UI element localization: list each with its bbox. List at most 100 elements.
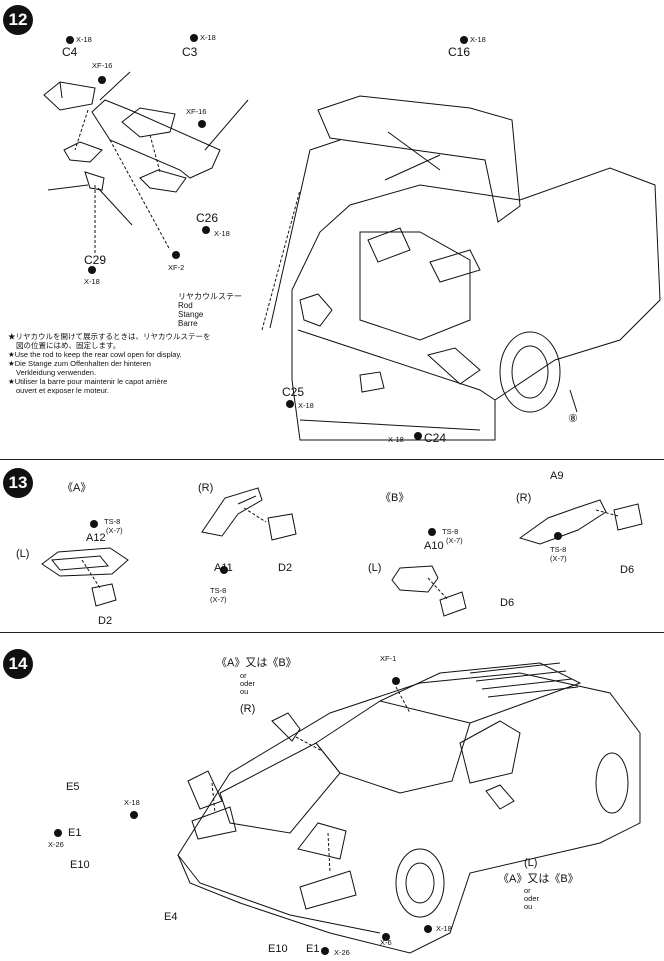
rod-label-en: Rod <box>178 301 193 310</box>
d2-label-left: D2 <box>98 615 113 627</box>
a9-paint-1: TS-8 <box>550 545 567 554</box>
or-label: or <box>240 671 247 680</box>
c16-paint-code: X-18 <box>470 35 486 44</box>
note-line: ★Utiliser la barre pour maintenir le cap… <box>8 377 168 386</box>
group-a-label: 《A》 <box>62 482 92 494</box>
c25-paint-code: X-18 <box>298 401 314 410</box>
step-13-badge: 13 <box>3 468 33 498</box>
x18-label-2: X-18 <box>436 924 452 933</box>
rod-labels: リヤカウルステー Rod Stange Barre <box>178 292 242 328</box>
c24-paint-code: X-18 <box>388 435 404 444</box>
step-12-badge: 12 <box>3 5 33 35</box>
support-bracket <box>85 172 104 190</box>
a12-paint-2: (X-7) <box>106 526 123 535</box>
c3-label: C3 <box>182 45 198 59</box>
ab-bottom-label: 《A》又は《B》 <box>498 873 579 885</box>
headlight-cover-right <box>298 823 346 859</box>
a9-label: A9 <box>550 470 564 482</box>
right-label-b: (R) <box>516 492 532 504</box>
mirror-a-right-glass <box>268 514 296 540</box>
rear-cowl-open <box>318 96 520 222</box>
a12-paint-1: TS-8 <box>104 517 121 526</box>
step-12-panel: 12 X-18 C4 XF-16 X-1 <box>0 0 664 460</box>
grille-left <box>64 142 102 162</box>
e5-label: E5 <box>66 781 80 793</box>
engine-block <box>360 232 470 340</box>
c4-label: C4 <box>62 45 78 59</box>
a12-label: A12 <box>86 532 106 544</box>
xf1-label: XF-1 <box>380 654 397 663</box>
side-window <box>460 721 520 783</box>
x6-label: X-6 <box>380 938 392 947</box>
rod-label-fr: Barre <box>178 319 198 328</box>
left-label-a: (L) <box>16 548 30 560</box>
step-13-panel: 13 《A》 《B》 (R) (L) TS-8 (X-7) A12 A11 TS… <box>0 460 664 632</box>
ou-label-2: ou <box>524 902 533 911</box>
wing-vent-left <box>300 294 332 326</box>
note-line: Verkleidung verwenden. <box>16 368 97 377</box>
front-wheel <box>396 849 444 917</box>
step-12-notes: ★リヤカウルを開けて展示するときは、リヤカウルステーを 図の位置にはめ、固定しま… <box>8 332 211 395</box>
ab-top-label: 《A》又は《B》 <box>216 657 297 669</box>
step-14-badge: 14 <box>3 649 33 679</box>
e10-label-1: E10 <box>70 859 90 871</box>
rear-cowl-rod <box>270 140 340 328</box>
a11-label: A11 <box>214 562 233 574</box>
xf2-label: XF-2 <box>168 263 185 272</box>
xf16-label-2: XF-16 <box>186 107 207 116</box>
mirror-left <box>486 785 514 809</box>
step-13-paint-dots <box>90 520 562 574</box>
d2-label-right: D2 <box>278 562 293 574</box>
engine-cover-rod <box>100 72 130 100</box>
c26-label: C26 <box>196 211 219 225</box>
rear-louvres <box>470 663 578 697</box>
rod-label-jp: リヤカウルステー <box>178 292 242 301</box>
c24-label: C24 <box>424 431 447 445</box>
engine-cover-rod-2 <box>205 100 248 150</box>
c4-vent-part <box>44 82 95 110</box>
front-bumper <box>178 855 380 933</box>
mirror-right <box>272 713 300 741</box>
wing-vent-right <box>428 348 480 384</box>
step-14-panel: 14 《A》又は《B》 or oder ou XF-1 (R) E5 X-1 <box>0 633 664 961</box>
c4-paint-code: X-18 <box>76 35 92 44</box>
a10-paint-2: (X-7) <box>446 536 463 545</box>
grille-right <box>140 170 186 192</box>
note-line: ouvert et exposer le moteur. <box>16 386 109 395</box>
d6-label-left: D6 <box>500 597 515 609</box>
c3-paint-code: X-18 <box>200 33 216 42</box>
rear-bumper <box>298 330 495 430</box>
oder-label: oder <box>240 679 256 688</box>
arrow-to-8 <box>570 390 577 412</box>
step-14-illustration <box>0 633 664 961</box>
reference-8: ⑧ <box>568 413 578 425</box>
rear-wheel <box>500 332 560 412</box>
note-line: ★Use the rod to keep the rear cowl open … <box>8 350 182 359</box>
hood <box>220 743 340 833</box>
xf16-label-1: XF-16 <box>92 61 113 70</box>
rear-wheel <box>596 753 628 813</box>
c25-label: C25 <box>282 385 305 399</box>
support-leg-2 <box>98 188 132 225</box>
c3-vent-part <box>122 108 175 137</box>
c26-paint-code: X-18 <box>214 229 230 238</box>
mirror-b-left <box>392 566 438 592</box>
a10-label: A10 <box>424 540 444 552</box>
mirror-b-right-glass <box>614 504 642 530</box>
exhaust <box>360 372 384 392</box>
left-mirror-label: (L) <box>524 857 538 869</box>
a11-paint-2: (X-7) <box>210 595 227 604</box>
oder-label-2: oder <box>524 894 540 903</box>
rod-label-de: Stange <box>178 310 204 319</box>
mirror-b-left-glass <box>440 592 466 616</box>
ou-label: ou <box>240 687 249 696</box>
x26-label-1: X-26 <box>48 840 64 849</box>
c29-paint-code: X-18 <box>84 277 100 286</box>
d6-label-right: D6 <box>620 564 635 576</box>
e10-label-2: E10 <box>268 943 288 955</box>
headlight-cover-left <box>188 771 222 809</box>
intake-manifold <box>368 228 410 262</box>
support-leg-1 <box>48 185 88 190</box>
left-label-b: (L) <box>368 562 382 574</box>
e1-label-1: E1 <box>68 827 82 839</box>
